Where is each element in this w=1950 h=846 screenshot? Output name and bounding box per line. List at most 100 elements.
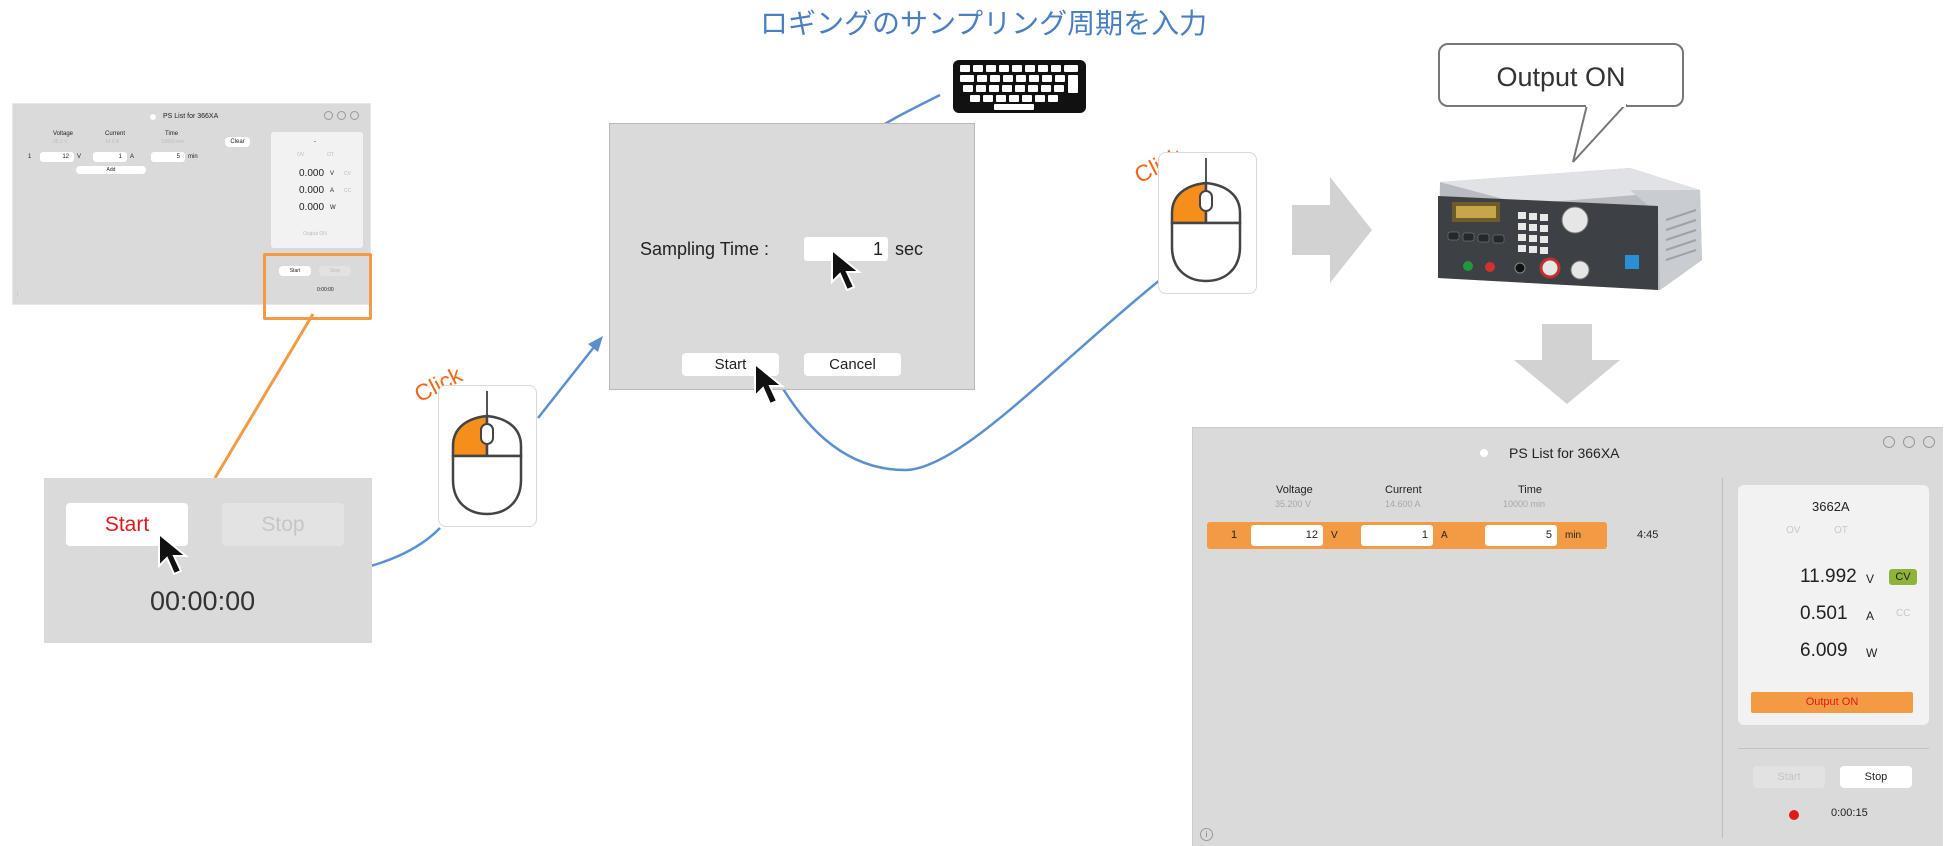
- time-max: 10000 min: [1503, 499, 1546, 509]
- keyboard-icon: [953, 60, 1086, 113]
- control-divider: [1738, 748, 1929, 749]
- zoom-start-button[interactable]: Start: [66, 503, 188, 546]
- thumbnail-ot: OT: [327, 152, 334, 158]
- orange-connector-line: [213, 313, 315, 479]
- voltage-max: 35.200 V: [1275, 499, 1312, 509]
- row-voltage-input[interactable]: 12: [1251, 525, 1323, 546]
- thumbnail-voltage-value-unit: V: [330, 171, 335, 177]
- ot-indicator: OT: [1834, 525, 1848, 536]
- readout-card: 3662A OV OT 11.992 V CV 0.501 A CC 6.009…: [1738, 485, 1929, 725]
- thumbnail-close-btn[interactable]: [350, 111, 359, 120]
- thumbnail-current-value-unit: A: [330, 188, 335, 194]
- window-close-button[interactable]: [1923, 436, 1935, 448]
- panel-divider: [1722, 478, 1723, 838]
- mouse-icon: [1170, 158, 1242, 283]
- ov-indicator: OV: [1786, 525, 1801, 536]
- mouse-to-dialog-curve: [773, 279, 1161, 472]
- callout-pointer: [1572, 104, 1628, 163]
- thumbnail-info-icon[interactable]: i: [17, 292, 19, 298]
- sampling-time-input[interactable]: 1: [804, 237, 888, 261]
- row-current-input[interactable]: 1: [1361, 525, 1433, 546]
- recording-indicator: [1789, 810, 1799, 820]
- thumbnail-time-max: 10000 min: [161, 139, 185, 145]
- output-on-button[interactable]: Output ON: [1751, 692, 1913, 713]
- thumbnail-voltage-label: Voltage: [53, 131, 74, 137]
- sampling-dialog: Sampling Time : 1 sec Start Cancel: [609, 123, 975, 390]
- table-row[interactable]: 1 12 V 1 A 5 min: [1207, 522, 1607, 549]
- thumbnail-title: PS List for 366XA: [163, 113, 219, 120]
- thumbnail-voltage-unit: V: [77, 154, 82, 160]
- zoom-panel: Start Stop 00:00:00: [44, 478, 372, 643]
- voltage-reading: 11.992: [1800, 566, 1857, 587]
- cc-badge: CC: [1896, 608, 1911, 619]
- mouse-to-dialog-arrow: [537, 341, 599, 419]
- cursor-icon: [158, 532, 189, 576]
- thumbnail-min-btn[interactable]: [324, 111, 333, 120]
- thumbnail-window: PS List for 366XA Voltage 35.2 V Current…: [12, 103, 371, 305]
- thumbnail-time-input[interactable]: 5: [151, 152, 185, 162]
- cursor-input-icon: [831, 248, 862, 292]
- current-reading-unit: A: [1866, 609, 1875, 623]
- thumbnail-power-value: 0.000: [299, 202, 325, 213]
- blue-arrowhead: [588, 336, 603, 352]
- stop-button[interactable]: Stop: [1840, 766, 1912, 788]
- window-minimize-button[interactable]: [1883, 436, 1895, 448]
- thumbnail-current-unit: A: [130, 154, 135, 160]
- row-remaining-time: 4:45: [1637, 529, 1659, 541]
- power-reading: 6.009: [1800, 640, 1848, 661]
- row-current-unit: A: [1441, 530, 1448, 541]
- power-supply-device-image: [1438, 168, 1702, 290]
- window-title: PS List for 366XA: [1509, 445, 1620, 461]
- window-dot: [1480, 449, 1488, 457]
- thumbnail-timer: 0:00:00: [317, 287, 334, 293]
- window-maximize-button[interactable]: [1903, 436, 1915, 448]
- current-reading: 0.501: [1800, 603, 1848, 624]
- thumbnail-start-button[interactable]: Start: [279, 266, 311, 276]
- thumbnail-highlight-box: [263, 253, 372, 320]
- arrow-right-icon: [1292, 177, 1372, 283]
- voltage-reading-unit: V: [1866, 572, 1875, 586]
- thumbnail-add-button[interactable]: Add: [76, 166, 146, 174]
- thumbnail-dot: [150, 114, 156, 120]
- main-window: PS List for 366XA Voltage 35.200 V Curre…: [1192, 427, 1943, 846]
- thumbnail-current-value: 0.000: [299, 185, 325, 196]
- zoom-stop-button[interactable]: Stop: [222, 503, 344, 546]
- thumbnail-time-unit: min: [188, 154, 198, 160]
- sampling-time-label: Sampling Time :: [640, 239, 770, 259]
- row-number: 1: [1231, 529, 1238, 541]
- sampling-time-unit: sec: [895, 239, 924, 259]
- cursor-start-icon: [754, 362, 785, 406]
- thumbnail-current-label: Current: [105, 131, 126, 137]
- thumbnail-cv: CV: [344, 171, 351, 177]
- output-callout: Output ON: [1438, 43, 1684, 107]
- thumbnail-max-btn[interactable]: [337, 111, 346, 120]
- thumbnail-current-input[interactable]: 1: [93, 152, 127, 162]
- page-heading: ロギングのサンプリング周期を入力: [760, 8, 1208, 39]
- thumbnail-stop-button[interactable]: Stop: [319, 266, 351, 276]
- thumbnail-output-label[interactable]: Output ON: [303, 231, 327, 237]
- thumbnail-ov: OV: [297, 152, 305, 158]
- info-icon[interactable]: i: [1200, 828, 1213, 841]
- thumbnail-current-max: 14.6 A: [105, 139, 120, 145]
- start-button[interactable]: Start: [1753, 766, 1825, 788]
- model-name: 3662A: [1812, 499, 1850, 514]
- row-time-input[interactable]: 5: [1485, 525, 1557, 546]
- row-voltage-unit: V: [1331, 530, 1338, 541]
- thumbnail-voltage-value: 0.000: [299, 168, 325, 179]
- thumbnail-voltage-input[interactable]: 12: [40, 152, 74, 162]
- elapsed-timer: 0:00:15: [1831, 807, 1868, 819]
- zoom-timer: 00:00:00: [150, 586, 256, 616]
- current-max: 14.600 A: [1385, 499, 1421, 509]
- arrow-down-icon: [1514, 324, 1620, 404]
- thumbnail-voltage-max: 35.2 V: [53, 139, 68, 145]
- mouse-icon: [451, 391, 523, 516]
- dialog-cancel-button[interactable]: Cancel: [804, 353, 901, 376]
- thumbnail-clear-button[interactable]: Clear: [225, 137, 250, 147]
- thumbnail-row-number: 1: [28, 154, 32, 160]
- thumbnail-cc: CC: [344, 188, 352, 194]
- thumbnail-time-label: Time: [165, 131, 179, 137]
- thumbnail-model: -: [314, 139, 316, 145]
- time-header: Time: [1518, 484, 1543, 496]
- cv-badge: CV: [1889, 569, 1917, 585]
- current-header: Current: [1385, 484, 1422, 496]
